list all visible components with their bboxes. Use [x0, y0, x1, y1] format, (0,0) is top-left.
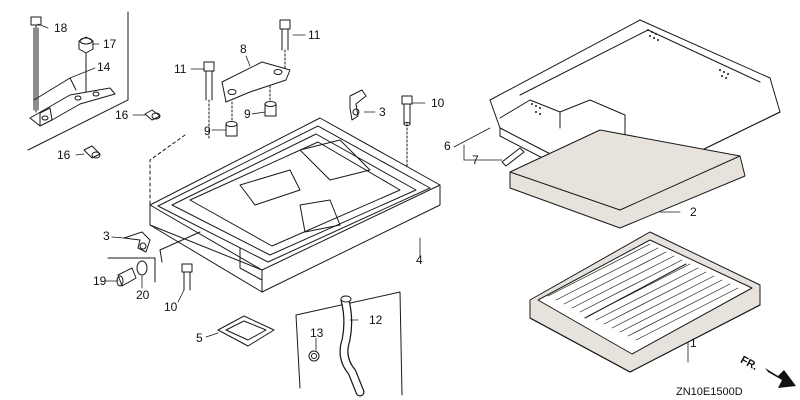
foam-element-2 [509, 129, 746, 229]
bolt-11-left [203, 61, 215, 141]
clip-3-left [123, 231, 151, 253]
pin-7 [501, 147, 525, 167]
callout-3-top: 3 [379, 105, 386, 119]
plug-19 [116, 267, 137, 287]
bolt-18 [30, 16, 42, 113]
callout-17: 17 [103, 37, 117, 51]
callout-9-b: 9 [244, 107, 251, 121]
callout-12: 12 [369, 313, 383, 327]
air-cleaner-case-4 [149, 117, 441, 293]
bolt-11-right [279, 19, 291, 71]
callout-1: 1 [690, 336, 697, 350]
collar-9-b [264, 101, 277, 117]
group-bracket-19-20 [107, 257, 156, 283]
tube-12 [339, 295, 365, 397]
callout-19: 19 [93, 274, 107, 288]
callout-14: 14 [97, 60, 111, 74]
leader-lines [37, 23, 689, 363]
tube-group-frame [295, 291, 403, 396]
bracket-group-frame [27, 11, 129, 151]
callout-6: 6 [444, 139, 451, 153]
clip-3-top [349, 89, 367, 121]
nut-17 [78, 36, 94, 93]
callout-20: 20 [136, 288, 150, 302]
collar-9-a [225, 121, 238, 137]
callout-7: 7 [472, 153, 479, 167]
clamp-20 [136, 260, 148, 276]
callout-13: 13 [310, 326, 324, 340]
callout-11-right: 11 [308, 28, 321, 42]
callout-8: 8 [240, 42, 247, 56]
clip-13 [308, 350, 320, 362]
callout-10-top: 10 [431, 96, 445, 110]
callout-16-b: 16 [57, 148, 71, 162]
bracket-14 [29, 77, 116, 127]
callout-5: 5 [196, 331, 203, 345]
callout-10-bottom: 10 [164, 300, 178, 314]
callout-18: 18 [54, 21, 68, 35]
connector-16-b [83, 145, 101, 159]
gasket-5 [217, 315, 275, 347]
callout-11-left: 11 [174, 62, 187, 76]
front-direction-arrow [765, 368, 796, 388]
callout-16-a: 16 [115, 108, 129, 122]
callout-9-a: 9 [204, 124, 211, 138]
connector-16-a [144, 109, 161, 121]
callout-4: 4 [416, 253, 423, 267]
bolt-10-bottom [181, 263, 193, 291]
callout-2: 2 [690, 205, 697, 219]
bracket-8 [221, 61, 291, 125]
paper-element-1 [529, 231, 761, 373]
callout-3-left: 3 [103, 229, 110, 243]
diagram-code: ZN10E1500D [676, 386, 743, 398]
